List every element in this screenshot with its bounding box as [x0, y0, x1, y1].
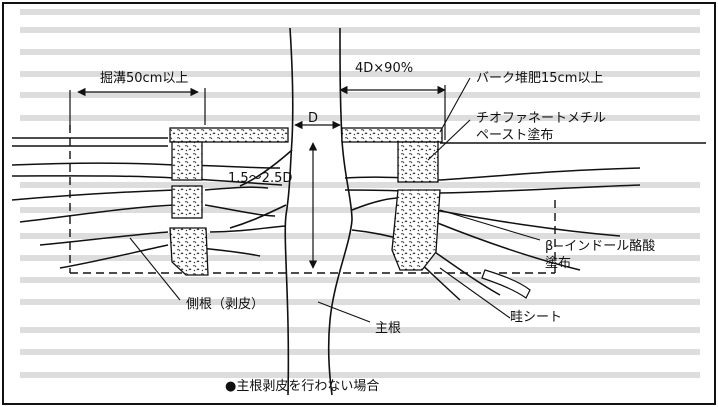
depth-label: 1.5〜2.5D	[228, 171, 293, 186]
iba-label-line1: β−インドール酪酸	[545, 239, 656, 254]
ridge-sheet-label: 畦シート	[510, 310, 563, 325]
width-dimension	[339, 85, 446, 140]
treatment-blocks	[169, 127, 443, 276]
lateral-roots	[11, 162, 641, 301]
trunk-width-label: 4D×90%	[355, 61, 414, 76]
ground-lines	[12, 137, 706, 147]
paste-label-line2: ペースト塗布	[476, 128, 554, 143]
trunk-and-main-root	[229, 27, 405, 396]
main-root-label: 主根	[375, 321, 402, 336]
figure-caption: ●主根剥皮を行わない場合	[225, 379, 380, 394]
diameter-label: D	[308, 111, 319, 126]
trench-width-label: 掘溝50cm以上	[100, 71, 189, 86]
trench-dimension	[69, 87, 206, 130]
leader-lines	[129, 77, 541, 323]
iba-label-line2: 塗布	[545, 256, 572, 271]
paste-label-line1: チオファネートメチル	[476, 111, 607, 126]
side-root-label: 側根（剥皮）	[186, 297, 265, 312]
sheet-piece	[481, 269, 531, 299]
trench-outline	[69, 125, 556, 274]
bark-compost-label: バーク堆肥15cm以上	[476, 71, 604, 86]
